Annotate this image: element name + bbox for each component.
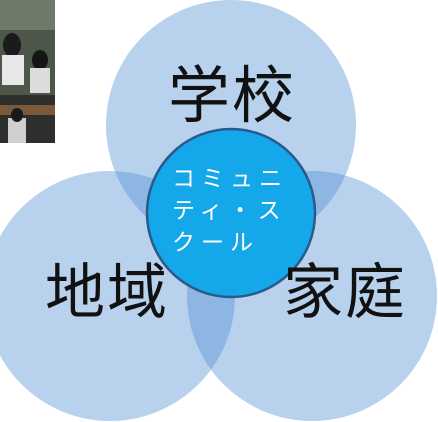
classroom-photo bbox=[0, 0, 55, 143]
label-home: 家庭 bbox=[283, 258, 407, 328]
center-label-line-3: クール bbox=[172, 230, 259, 256]
classroom-photo-image bbox=[0, 0, 55, 143]
label-area: 地域 bbox=[45, 258, 169, 328]
center-circle bbox=[145, 127, 317, 299]
center-label-line-1: コミュニ bbox=[172, 166, 288, 192]
label-school: 学校 bbox=[168, 59, 297, 132]
center-label-line-2: ティ・ス bbox=[172, 198, 287, 224]
center-label: コミュニ ティ・ス クール bbox=[172, 163, 300, 259]
